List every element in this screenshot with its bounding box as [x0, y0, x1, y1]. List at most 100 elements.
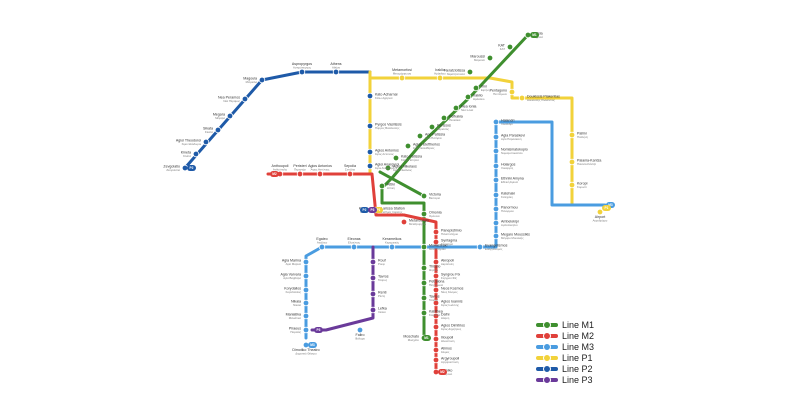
- legend-item-m1: Line M1: [536, 320, 594, 330]
- station-dot[interactable]: [384, 164, 392, 172]
- station-dot[interactable]: [332, 68, 340, 76]
- station-dot[interactable]: [420, 309, 428, 317]
- station-dot[interactable]: [492, 191, 500, 199]
- station-dot[interactable]: [392, 154, 400, 162]
- station-dot[interactable]: [476, 243, 484, 251]
- station-dot[interactable]: [508, 88, 516, 96]
- station-dot[interactable]: [316, 170, 324, 178]
- station-dot[interactable]: [436, 74, 444, 82]
- station-dot[interactable]: [420, 279, 428, 287]
- station-dot[interactable]: [398, 74, 406, 82]
- station-dot[interactable]: [420, 294, 428, 302]
- station-dot[interactable]: [296, 170, 304, 178]
- station-dot[interactable]: [432, 323, 440, 331]
- station-dot[interactable]: [440, 114, 448, 122]
- station-dot[interactable]: [366, 92, 374, 100]
- station-dot[interactable]: [492, 118, 500, 126]
- station-dot[interactable]: [369, 274, 377, 282]
- station-dot[interactable]: [506, 43, 514, 51]
- station-dot[interactable]: [492, 162, 500, 170]
- station-dot[interactable]: [302, 326, 310, 334]
- station-dot[interactable]: [432, 258, 440, 266]
- station-dot[interactable]: [486, 54, 494, 62]
- terminal-badge: M1: [530, 32, 539, 38]
- station-name-greek: Ταύρος: [429, 298, 439, 302]
- station-dot[interactable]: [302, 272, 310, 280]
- station-dot[interactable]: [432, 238, 440, 246]
- station-dot[interactable]: [492, 133, 500, 141]
- station-name: Peristeri: [293, 164, 306, 168]
- station-dot[interactable]: [369, 258, 377, 266]
- station-dot[interactable]: [432, 228, 440, 236]
- station-dot[interactable]: [369, 290, 377, 298]
- station-dot[interactable]: [492, 147, 500, 155]
- station-dot[interactable]: [416, 132, 424, 140]
- station-name: Maroussi: [470, 55, 485, 59]
- station-dot[interactable]: [388, 243, 396, 251]
- station-dot[interactable]: [318, 243, 326, 251]
- station-name-greek: Ελαιώνας: [348, 241, 361, 245]
- station-dot[interactable]: [420, 264, 428, 272]
- station-dot[interactable]: [432, 286, 440, 294]
- station-dot[interactable]: [432, 299, 440, 307]
- station-name: Nea Peramos: [218, 96, 240, 100]
- station-dot[interactable]: [302, 299, 310, 307]
- station-dot[interactable]: [420, 243, 428, 251]
- station-dot[interactable]: [568, 181, 576, 189]
- station-dot[interactable]: [452, 104, 460, 112]
- station-dot[interactable]: [258, 76, 266, 84]
- station-name: Ethniki Amyna: [501, 177, 524, 181]
- station-dot[interactable]: [350, 243, 358, 251]
- station-dot[interactable]: [192, 150, 200, 158]
- station-dot[interactable]: [202, 138, 210, 146]
- station-dot[interactable]: [400, 218, 408, 226]
- station-dot[interactable]: [298, 68, 306, 76]
- station-name-greek: Ηλιούπολη: [441, 339, 455, 343]
- station-dot[interactable]: [378, 182, 386, 190]
- station-dot[interactable]: [464, 93, 472, 101]
- station-dot[interactable]: [366, 148, 374, 156]
- station-dot[interactable]: [369, 306, 377, 314]
- station-name-greek: Περιστέρι: [294, 168, 306, 172]
- station-dot[interactable]: [472, 84, 480, 92]
- station-dot[interactable]: [492, 176, 500, 184]
- station-name: Kallithea: [429, 310, 443, 314]
- station-dot[interactable]: [466, 68, 474, 76]
- legend-label: Line P2: [562, 364, 593, 374]
- station-dot[interactable]: [356, 326, 364, 334]
- station-dot[interactable]: [346, 170, 354, 178]
- station-dot[interactable]: [432, 346, 440, 354]
- station-dot[interactable]: [420, 210, 428, 218]
- station-dot[interactable]: [432, 312, 440, 320]
- station-dot[interactable]: [366, 122, 374, 130]
- station-dot[interactable]: [366, 162, 374, 170]
- station-dot[interactable]: [302, 341, 310, 349]
- station-dot[interactable]: [492, 232, 500, 240]
- station-dot[interactable]: [226, 112, 234, 120]
- station-dot[interactable]: [518, 94, 526, 102]
- station-dot[interactable]: [214, 126, 222, 134]
- station-dot[interactable]: [568, 158, 576, 166]
- terminal-badge: P2: [360, 207, 369, 213]
- station-dot[interactable]: [432, 272, 440, 280]
- station-dot[interactable]: [524, 31, 532, 39]
- station-dot[interactable]: [302, 258, 310, 266]
- station-name: Syntagma: [441, 239, 457, 243]
- station-name: Eleonas: [348, 237, 361, 241]
- station-dot[interactable]: [241, 95, 249, 103]
- station-dot[interactable]: [428, 123, 436, 131]
- route-p2: [183, 70, 372, 174]
- station-dot[interactable]: [302, 286, 310, 294]
- station-dot[interactable]: [404, 142, 412, 150]
- station-dot[interactable]: [302, 312, 310, 320]
- station-dot[interactable]: [432, 356, 440, 364]
- station-dot[interactable]: [432, 368, 440, 376]
- station-dot[interactable]: [596, 208, 604, 216]
- station-dot[interactable]: [492, 205, 500, 213]
- station-dot[interactable]: [568, 131, 576, 139]
- station-dot[interactable]: [420, 192, 428, 200]
- station-dot[interactable]: [432, 335, 440, 343]
- station-dot[interactable]: [492, 219, 500, 227]
- station-dot[interactable]: [181, 164, 189, 172]
- station-name: Maniatika: [286, 313, 301, 317]
